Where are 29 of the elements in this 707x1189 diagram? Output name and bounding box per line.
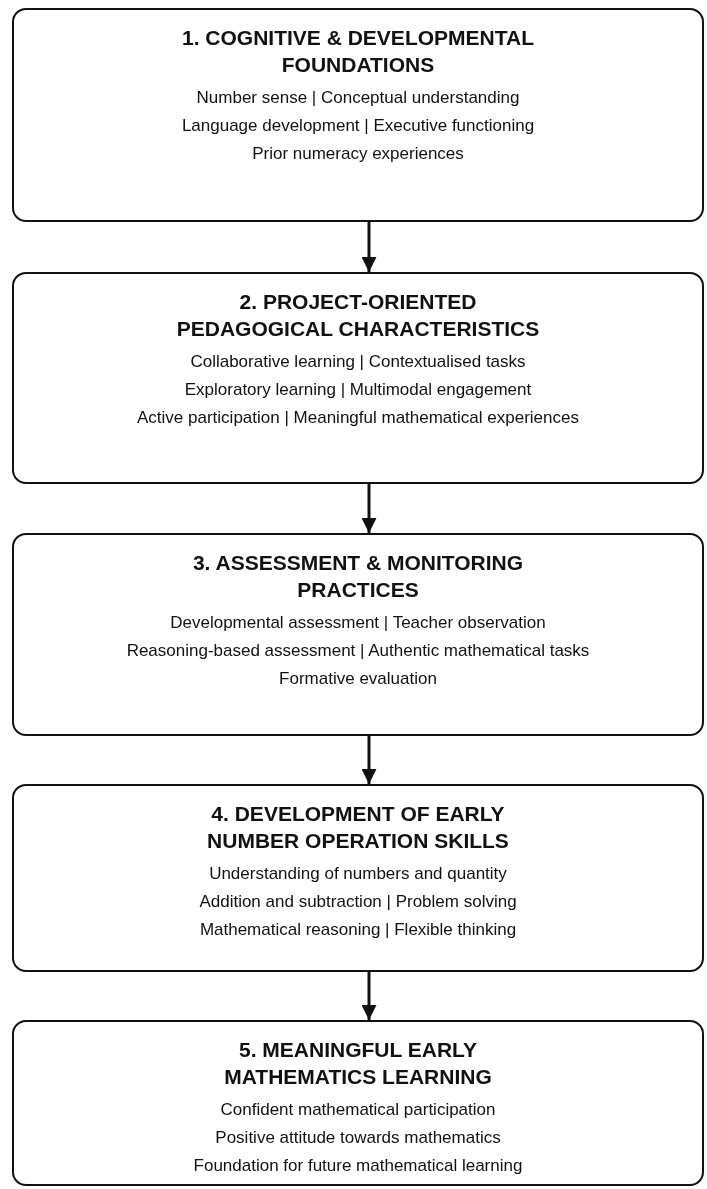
stage-heading: 4. DEVELOPMENT OF EARLY NUMBER OPERATION SKILLS xyxy=(206,801,510,854)
stage-items: Prior numeracy experiences xyxy=(252,143,464,165)
stage-heading: 2. PROJECT-ORIENTED PEDAGOGICAL CHARACTERISTICS xyxy=(175,289,541,342)
arrow xyxy=(361,222,377,272)
stage-items: Confident mathematical participation xyxy=(220,1099,496,1121)
stage-box xyxy=(12,272,704,484)
stage-heading: 3. ASSESSMENT & MONITORING PRACTICES xyxy=(191,550,525,603)
stage-items: Reasoning-based assessment | Authentic mathematical tasks xyxy=(126,640,590,662)
stage-items: Foundation for future mathematical learning xyxy=(193,1155,523,1177)
stage-items: Formative evaluation xyxy=(279,668,437,690)
stage-items: Addition and subtraction | Problem solving xyxy=(199,891,517,913)
arrow xyxy=(361,972,377,1020)
stage-box xyxy=(12,1020,704,1186)
stage-heading: 1. COGNITIVE & DEVELOPMENTAL FOUNDATIONS xyxy=(181,25,535,78)
stage-items: Developmental assessment | Teacher observation xyxy=(170,612,546,634)
stage-box xyxy=(12,784,704,972)
stage-items: Positive attitude towards mathematics xyxy=(215,1127,501,1149)
arrow xyxy=(361,484,377,533)
stage-items: Language development | Executive functioning xyxy=(181,115,535,137)
stage-box xyxy=(12,533,704,736)
stage-items: Collaborative learning | Contextualised tasks xyxy=(190,351,526,373)
stage-items: Mathematical reasoning | Flexible thinking xyxy=(199,919,517,941)
stage-items: Understanding of numbers and quantity xyxy=(209,863,507,885)
stage-items: Number sense | Conceptual understanding xyxy=(196,87,520,109)
stage-heading: 5. MEANINGFUL EARLY MATHEMATICS LEARNING xyxy=(223,1037,493,1090)
stage-items: Active participation | Meaningful mathematical experiences xyxy=(137,407,579,429)
stage-items: Exploratory learning | Multimodal engagement xyxy=(184,379,532,401)
arrow xyxy=(361,736,377,784)
stage-box xyxy=(12,8,704,222)
